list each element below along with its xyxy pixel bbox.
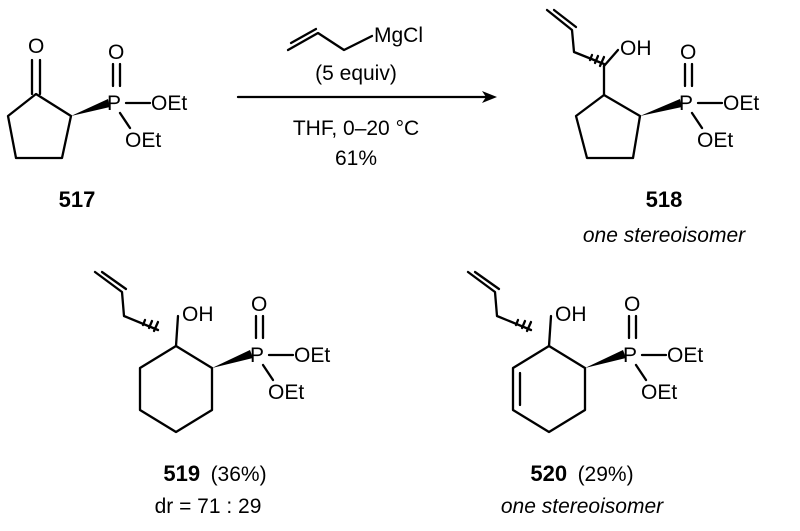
reaction-yield: 61% [335,147,377,170]
ethoxy-right: OEt [151,92,187,115]
p-oet-bond-down [118,111,132,130]
allyl-chain [545,8,606,66]
p-oet-bond-down [261,363,275,382]
stereo-note: one stereoisomer [583,224,746,247]
compound-number-519: 519 [163,461,200,486]
c-oh-bond [602,48,620,68]
ethoxy-right: OEt [723,92,759,115]
phosphorus: P [623,344,637,367]
wedge-bond [585,350,626,368]
wedge-bond [71,99,110,116]
phosphorus: P [107,92,121,115]
allyl-chain [286,31,374,52]
hydroxyl: OH [620,37,652,60]
wedge-bond [640,99,682,116]
c-oh-bond [547,314,553,348]
phosphorus: P [250,344,264,367]
ethoxy-down: OEt [641,381,677,404]
allyl-double-bond [473,270,501,291]
allyl-chain [466,270,533,332]
phosphoryl-oxygen: O [108,41,124,64]
allyl-double-bond [552,8,578,29]
conditions: THF, 0–20 °C [293,117,419,140]
stereo-note: one stereoisomer [501,495,664,518]
compound-number-517: 517 [59,187,96,212]
compound-number-518: 518 [646,187,683,212]
hydroxyl: OH [555,303,587,326]
compound-518: OH P O OEt OEt 518 one stereoisomer [545,8,759,247]
ethoxy-down: OEt [125,129,161,152]
ethoxy-down: OEt [268,381,304,404]
ethoxy-down: OEt [697,129,733,152]
compound-519-caption: 519 (36%) [163,461,266,486]
hashed-bond [514,318,533,333]
allyl-double-bond [100,270,128,291]
allyl-double-bond [289,27,318,45]
compound-number-520: 520 [530,461,567,486]
cyclohexene-ring [511,344,587,434]
p-oet-bond-down [634,363,648,382]
phosphorus: P [679,92,693,115]
p-oet-bond-down [690,111,704,130]
compound-519: OH P O OEt OEt 519 (36%) dr = 71 : 29 [93,270,330,518]
cyclohexane-ring [138,344,214,434]
arrow-head [482,91,497,103]
hydroxyl: OH [182,303,214,326]
phosphoryl-oxygen: O [251,293,267,316]
ethoxy-right: OEt [294,344,330,367]
ethoxy-right: OEt [667,344,703,367]
cyclopentane-ring [574,93,642,160]
carbonyl-oxygen: O [28,35,44,58]
phosphoryl-oxygen: O [680,41,696,64]
phosphoryl-oxygen: O [624,293,640,316]
compound-517: O P O OEt OEt 517 [6,35,187,212]
hashed-bond [141,318,160,333]
compound-520: OH P O OEt OEt 520 (29%) one stereoisome… [466,270,703,518]
wedge-bond [212,350,253,368]
cyclopentane-ring [6,92,73,160]
grignard-formula: MgCl [374,24,423,47]
c-oh-bond [174,314,180,348]
compound-yield-519: (36%) [211,463,267,486]
compound-yield-520: (29%) [578,463,634,486]
hashed-bond [588,53,606,68]
compound-520-caption: 520 (29%) [530,461,633,486]
reaction-arrow-group: MgCl (5 equiv) THF, 0–20 °C 61% [236,24,497,170]
reagent-equiv: (5 equiv) [315,62,397,85]
allyl-chain [93,270,160,332]
diastereomeric-ratio: dr = 71 : 29 [155,495,262,518]
